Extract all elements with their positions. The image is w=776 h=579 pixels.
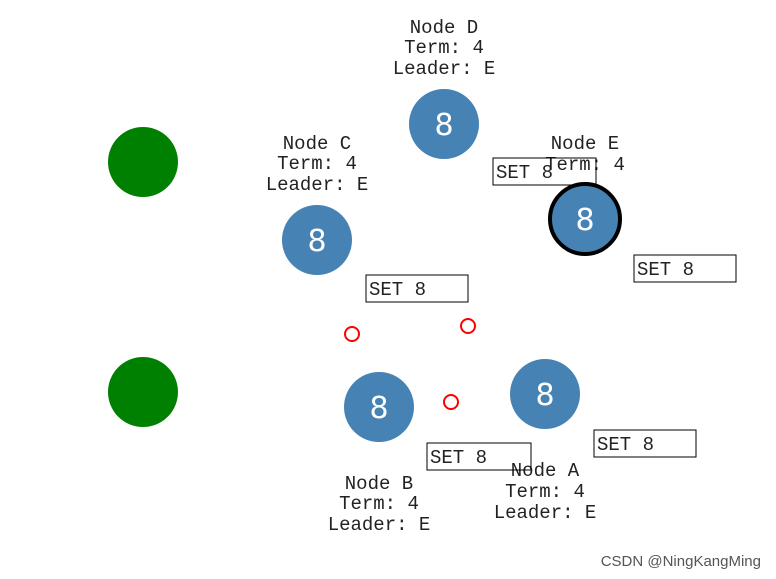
heartbeat-circle <box>460 318 476 334</box>
node-e-name: Node E <box>551 133 619 155</box>
node-d-value: 8 <box>434 108 453 143</box>
message-box-border <box>365 274 469 303</box>
node-d-term: Term: 4 <box>404 37 484 59</box>
node-d: 8 <box>409 89 479 159</box>
node-c-term: Term: 4 <box>277 153 357 175</box>
node-a-name: Node A <box>511 460 580 482</box>
node-a-term: Term: 4 <box>505 481 585 503</box>
message-text: SET 8 <box>597 434 654 456</box>
message-text: SET 8 <box>496 162 553 184</box>
client-circle <box>108 127 178 197</box>
node-c-name: Node C <box>283 133 351 155</box>
message-text: SET 8 <box>430 447 487 469</box>
node-a-value: 8 <box>535 378 554 413</box>
node-d-leader: Leader: E <box>393 58 496 80</box>
node-d-circle <box>409 89 479 159</box>
message-box-border <box>426 442 532 471</box>
node-e-value: 8 <box>575 203 594 238</box>
node-b: 8 <box>344 372 414 442</box>
client-circle <box>108 357 178 427</box>
message-box-border <box>593 429 697 458</box>
node-b-name: Node B <box>345 473 413 495</box>
node-c: 8 <box>282 205 352 275</box>
node-a-label: Node A Term: 4 Leader: E <box>494 460 597 524</box>
node-d-name: Node D <box>410 17 478 39</box>
node-b-value: 8 <box>369 391 388 426</box>
heartbeat-circle <box>344 326 360 342</box>
node-a: 8 <box>510 359 580 429</box>
node-e-circle <box>548 182 622 256</box>
message-text: SET 8 <box>637 259 694 281</box>
node-c-circle <box>282 205 352 275</box>
message-text: SET 8 <box>369 279 426 301</box>
node-a-circle <box>510 359 580 429</box>
node-c-label: Node C Term: 4 Leader: E <box>266 133 369 196</box>
node-d-label: Node D Term: 4 Leader: E <box>393 17 496 80</box>
node-b-term: Term: 4 <box>339 493 419 515</box>
message-box: SET 8 <box>365 274 469 303</box>
watermark: CSDN @NingKangMing <box>601 553 761 570</box>
node-c-value: 8 <box>307 224 326 259</box>
node-a-leader: Leader: E <box>494 502 597 524</box>
node-e-term: Term: 4 <box>545 154 625 176</box>
heartbeat-circle <box>443 394 459 410</box>
message-box-border <box>633 254 737 283</box>
message-box: SET 8 <box>593 429 697 458</box>
message-box: SET 8 <box>633 254 737 283</box>
node-b-leader: Leader: E <box>328 514 431 536</box>
message-box: SET 8 <box>492 157 597 186</box>
node-c-leader: Leader: E <box>266 174 369 196</box>
node-b-circle <box>344 372 414 442</box>
message-box: SET 8 <box>426 442 532 471</box>
node-b-label: Node B Term: 4 Leader: E <box>328 473 431 536</box>
node-e-leader: 8 <box>548 182 622 256</box>
message-box-border <box>492 157 597 186</box>
node-e-label: Node E Term: 4 <box>545 133 625 176</box>
